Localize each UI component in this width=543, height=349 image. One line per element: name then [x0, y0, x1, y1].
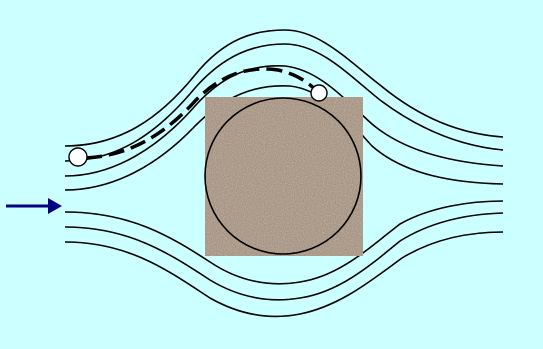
particle-circle-icon: [69, 148, 87, 166]
collector: [205, 97, 363, 256]
particle-circle-icon: [311, 85, 327, 101]
